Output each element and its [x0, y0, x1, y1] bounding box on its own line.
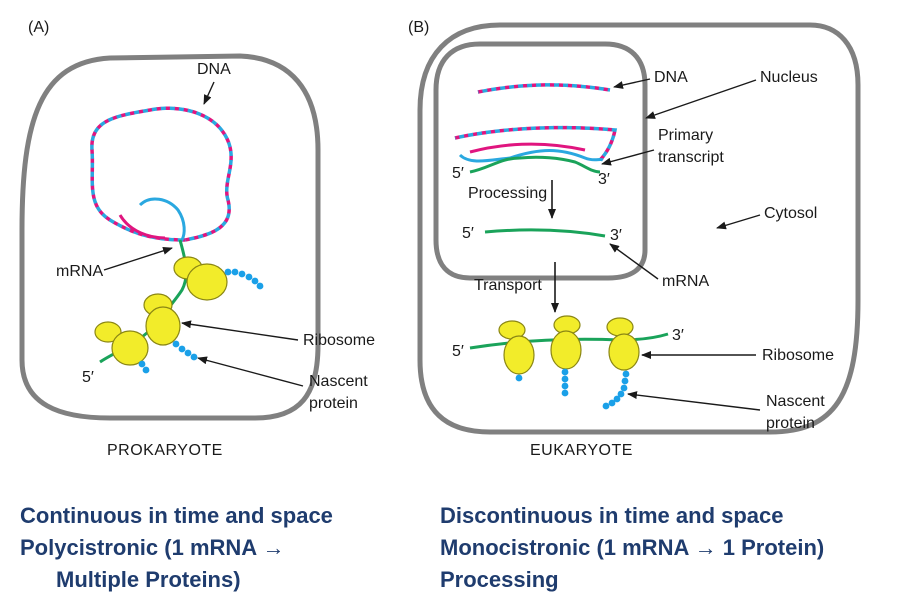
label-cytosol: Cytosol — [764, 205, 817, 222]
eukaryote-dna-bubble-top — [469, 142, 586, 154]
arrow-nascent-b — [627, 391, 761, 411]
eukaryote-dna-lower-complement — [454, 125, 618, 162]
label-nucleus: Nucleus — [760, 69, 818, 86]
label-5prime-b1: 5′ — [452, 165, 464, 182]
label-3prime-b1: 3′ — [598, 171, 610, 188]
eukaryote-dna-bottom — [458, 149, 604, 163]
label-nascent-b-1: Nascent — [766, 393, 825, 410]
caption-eukaryote: EUKARYOTE — [530, 442, 633, 459]
label-nascent-b-2: protein — [766, 415, 815, 432]
summary-right-line-1: Discontinuous in time and space — [440, 503, 784, 528]
label-nascent-a-1: Nascent — [309, 373, 368, 390]
label-mrna-a: mRNA — [56, 263, 103, 280]
eukaryote-dna-lower — [454, 125, 618, 162]
label-3prime-b2: 3′ — [610, 227, 622, 244]
mrna-nucleus — [484, 228, 606, 238]
eukaryote-nascent-protein-3 — [602, 370, 630, 410]
eukaryote-ribosome-2 — [550, 315, 582, 370]
panel-prokaryote: (A) — [19, 19, 375, 459]
prokaryote-nascent-protein-2 — [172, 340, 198, 361]
label-dna-a: DNA — [197, 61, 231, 78]
label-5prime-a: 5′ — [82, 369, 94, 386]
eukaryote-nascent-protein-1 — [515, 374, 523, 382]
panel-b-letter: (B) — [408, 19, 429, 36]
transcription-translation-diagram: (A) — [19, 19, 861, 459]
summary-left-line-1: Continuous in time and space — [20, 503, 333, 528]
summary-left-line-2: Polycistronic (1 mRNA → — [20, 535, 285, 560]
prokaryote-ribosome-3 — [94, 321, 149, 366]
prokaryote-ribosome-1 — [173, 256, 228, 301]
label-ribosome-b: Ribosome — [762, 347, 834, 364]
label-primary-1: Primary — [658, 127, 713, 144]
label-5prime-b2: 5′ — [462, 225, 474, 242]
label-transport: Transport — [474, 277, 542, 294]
arrow-primary — [601, 149, 655, 166]
primary-transcript — [469, 155, 601, 174]
prokaryote-dna-strand-complement — [90, 106, 233, 242]
eukaryote-nascent-protein-2 — [561, 368, 569, 397]
arrow-dna-b — [613, 78, 651, 89]
eukaryote-ribosome-1 — [498, 320, 535, 375]
label-primary-2: transcript — [658, 149, 724, 166]
prokaryote-nascent-protein-1 — [224, 268, 264, 290]
prokaryote-transcription-bubble — [138, 197, 186, 241]
label-processing: Processing — [468, 185, 547, 202]
arrow-dna-a — [203, 81, 215, 105]
summary-right-line-2: Monocistronic (1 mRNA → 1 Protein) — [440, 535, 825, 560]
prokaryote-ribosome-2 — [143, 293, 181, 346]
arrow-ribosome-a — [181, 320, 299, 341]
label-ribosome-a: Ribosome — [303, 332, 375, 349]
arrow-nascent-a — [197, 356, 304, 387]
nucleus-outline — [433, 41, 648, 281]
label-mrna-b: mRNA — [662, 273, 709, 290]
arrow-mrna-b — [609, 243, 659, 280]
label-5prime-b3: 5′ — [452, 343, 464, 360]
panel-a-letter: (A) — [28, 19, 49, 36]
summary-left-line-3: Multiple Proteins) — [56, 567, 241, 592]
label-nascent-a-2: protein — [309, 395, 358, 412]
eukaryote-dna-top-complement — [477, 83, 611, 94]
prokaryote-cell-outline — [19, 53, 321, 421]
arrow-nucleus — [645, 79, 757, 119]
prokaryote-nascent-protein-3 — [138, 360, 150, 374]
summary-right-line-3: Processing — [440, 567, 559, 592]
arrow-mrna-a — [103, 246, 173, 271]
panel-eukaryote: (B) — [408, 19, 861, 459]
label-3prime-b3: 3′ — [672, 327, 684, 344]
arrow-cytosol — [716, 214, 761, 230]
caption-prokaryote: PROKARYOTE — [107, 442, 223, 459]
eukaryote-ribosome-3 — [606, 317, 640, 371]
eukaryote-cell-outline — [417, 22, 861, 435]
prokaryote-bubble-strand — [118, 214, 166, 240]
label-dna-b: DNA — [654, 69, 688, 86]
summary-prokaryote: Continuous in time and space Polycistron… — [20, 500, 333, 596]
summary-eukaryote: Discontinuous in time and space Monocist… — [440, 500, 824, 596]
